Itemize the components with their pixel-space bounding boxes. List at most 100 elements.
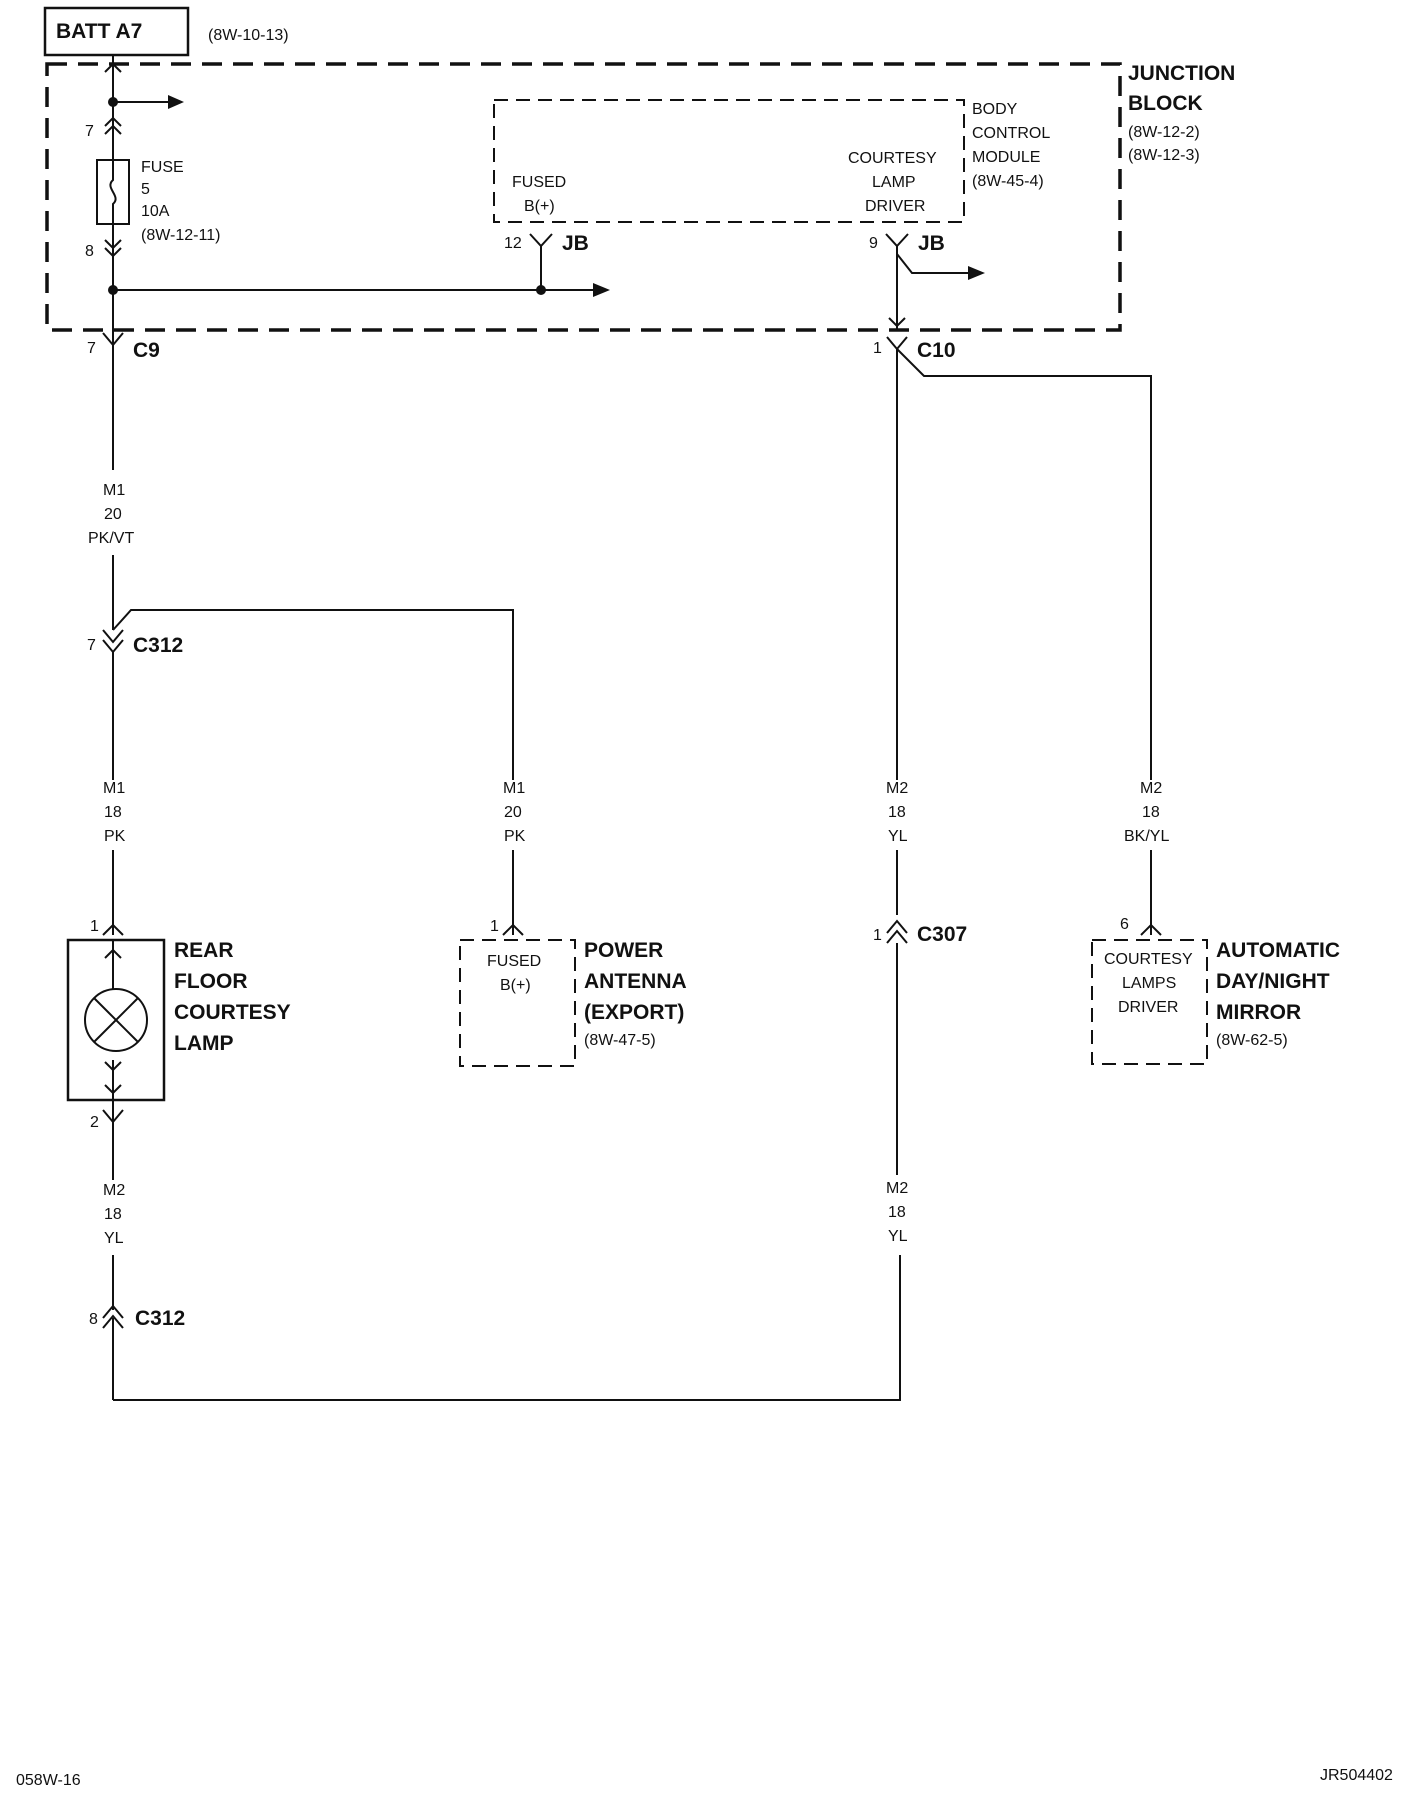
c10-connector — [886, 336, 1152, 780]
mirror-inner-1: COURTESY — [1104, 951, 1193, 968]
bcm-driver-wire — [885, 233, 985, 330]
ground-return-wire — [113, 1255, 901, 1401]
fuse-symbol — [96, 159, 130, 225]
junction-block-boundary — [45, 62, 1122, 332]
antenna-label-3: (EXPORT) — [584, 1001, 684, 1024]
fuse-pin-7-connector — [104, 116, 122, 135]
wire-mirror-circuit: M2 — [1140, 780, 1162, 797]
bcm-pin-9-jb: JB — [918, 232, 945, 255]
c312-bottom-pin: 8 — [89, 1311, 98, 1328]
batt-feed-wire — [104, 55, 184, 160]
lamp-label-1: REAR — [174, 939, 234, 962]
c312-top-name: C312 — [133, 634, 183, 657]
bcm-driver-label-3: DRIVER — [865, 198, 925, 215]
wire-c10-upper-circuit: M2 — [886, 780, 908, 797]
lamp-label-3: COURTESY — [174, 1001, 291, 1024]
antenna-label-2: ANTENNA — [584, 970, 687, 993]
auto-day-night-mirror — [1091, 923, 1208, 1065]
mirror-inner-2: LAMPS — [1122, 975, 1176, 992]
fuse-pin-bottom-label: 8 — [85, 243, 94, 260]
junction-block-title-1: JUNCTION — [1128, 62, 1235, 85]
wire-lamp-top-circuit: M1 — [103, 780, 125, 797]
fuse-number: 5 — [141, 181, 150, 198]
c312-top-connector — [102, 609, 514, 780]
wire-antenna-circuit: M1 — [503, 780, 525, 797]
antenna-label-1: POWER — [584, 939, 663, 962]
bcm-pin-9-label: 9 — [869, 235, 878, 252]
c307-name: C307 — [917, 923, 967, 946]
antenna-inner-1: FUSED — [487, 953, 541, 970]
c312-bottom-name: C312 — [135, 1307, 185, 1330]
fuse-pin-8-connector — [104, 239, 122, 258]
wire-lamp-bottom-color: YL — [104, 1230, 124, 1247]
wire-c307-lower-gauge: 18 — [888, 1204, 906, 1221]
bcm-fused-label-1: FUSED — [512, 174, 566, 191]
mirror-pin: 6 — [1120, 916, 1129, 933]
bcm-boundary — [493, 99, 965, 223]
footer-right-code: JR504402 — [1320, 1767, 1393, 1784]
wire-antenna-gauge: 20 — [504, 804, 522, 821]
bcm-label-2: CONTROL — [972, 125, 1050, 142]
bcm-driver-label-2: LAMP — [872, 174, 916, 191]
wire-c9-color: PK/VT — [88, 530, 134, 547]
junction-block-ref-1: (8W-12-2) — [1128, 124, 1200, 141]
mirror-label-3: MIRROR — [1216, 1001, 1301, 1024]
lamp-pin-bottom: 2 — [90, 1114, 99, 1131]
c9-pin: 7 — [87, 340, 96, 357]
mirror-label-1: AUTOMATIC — [1216, 939, 1340, 962]
c9-connector — [102, 330, 124, 470]
c9-name: C9 — [133, 339, 160, 362]
lamp-pin-2-connector — [102, 1100, 124, 1180]
lamp-label-4: LAMP — [174, 1032, 234, 1055]
rear-floor-courtesy-lamp — [66, 923, 166, 1102]
wire-c10-upper-gauge: 18 — [888, 804, 906, 821]
junction-block-ref-2: (8W-12-3) — [1128, 147, 1200, 164]
wire-c10-upper-color: YL — [888, 828, 908, 845]
lamp-label-2: FLOOR — [174, 970, 248, 993]
wire-lamp-top-gauge: 18 — [104, 804, 122, 821]
c307-pin: 1 — [873, 927, 882, 944]
wire-mirror-gauge: 18 — [1142, 804, 1160, 821]
wire-lamp-bottom-circuit: M2 — [103, 1182, 125, 1199]
bcm-label-1: BODY — [972, 101, 1018, 118]
wire-c307-lower-color: YL — [888, 1228, 908, 1245]
mirror-label-2: DAY/NIGHT — [1216, 970, 1330, 993]
fuse-label: FUSE — [141, 159, 184, 176]
c312-top-pin: 7 — [87, 637, 96, 654]
wire-c9-gauge: 20 — [104, 506, 122, 523]
fuse-pin-top-label: 7 — [85, 123, 94, 140]
bcm-fused-label-2: B(+) — [524, 198, 555, 215]
wire-c307-lower-circuit: M2 — [886, 1180, 908, 1197]
bcm-pin-12-label: 12 — [504, 235, 522, 252]
bcm-label-3: MODULE — [972, 149, 1040, 166]
wire-c9-circuit: M1 — [103, 482, 125, 499]
lamp-pin-top: 1 — [90, 918, 99, 935]
batt-box — [43, 6, 190, 57]
footer-left-code: 058W-16 — [16, 1772, 81, 1789]
mirror-ref: (8W-62-5) — [1216, 1032, 1288, 1049]
power-antenna — [459, 923, 576, 1067]
junction-block-title-2: BLOCK — [1128, 92, 1203, 115]
mirror-inner-3: DRIVER — [1118, 999, 1178, 1016]
wire-lamp-bottom-gauge: 18 — [104, 1206, 122, 1223]
bcm-driver-label-1: COURTESY — [848, 150, 937, 167]
fuse-rating: 10A — [141, 203, 170, 220]
bcm-pin-12-jb: JB — [562, 232, 589, 255]
bcm-pin-12-connector — [529, 233, 553, 248]
wire-mirror-color: BK/YL — [1124, 828, 1169, 845]
wire-lamp-top-color: PK — [104, 828, 126, 845]
batt-label: BATT A7 — [56, 20, 142, 43]
wire-antenna-color: PK — [504, 828, 526, 845]
batt-ref: (8W-10-13) — [208, 27, 289, 44]
fused-bplus-bus — [108, 245, 610, 297]
c10-name: C10 — [917, 339, 956, 362]
fuse-ref: (8W-12-11) — [141, 227, 220, 244]
antenna-inner-2: B(+) — [500, 977, 531, 994]
bcm-ref: (8W-45-4) — [972, 173, 1044, 190]
c307-connector — [886, 919, 908, 1175]
c10-pin: 1 — [873, 340, 882, 357]
c312-bottom-connector — [102, 1255, 124, 1400]
antenna-ref: (8W-47-5) — [584, 1032, 656, 1049]
antenna-pin: 1 — [490, 918, 499, 935]
